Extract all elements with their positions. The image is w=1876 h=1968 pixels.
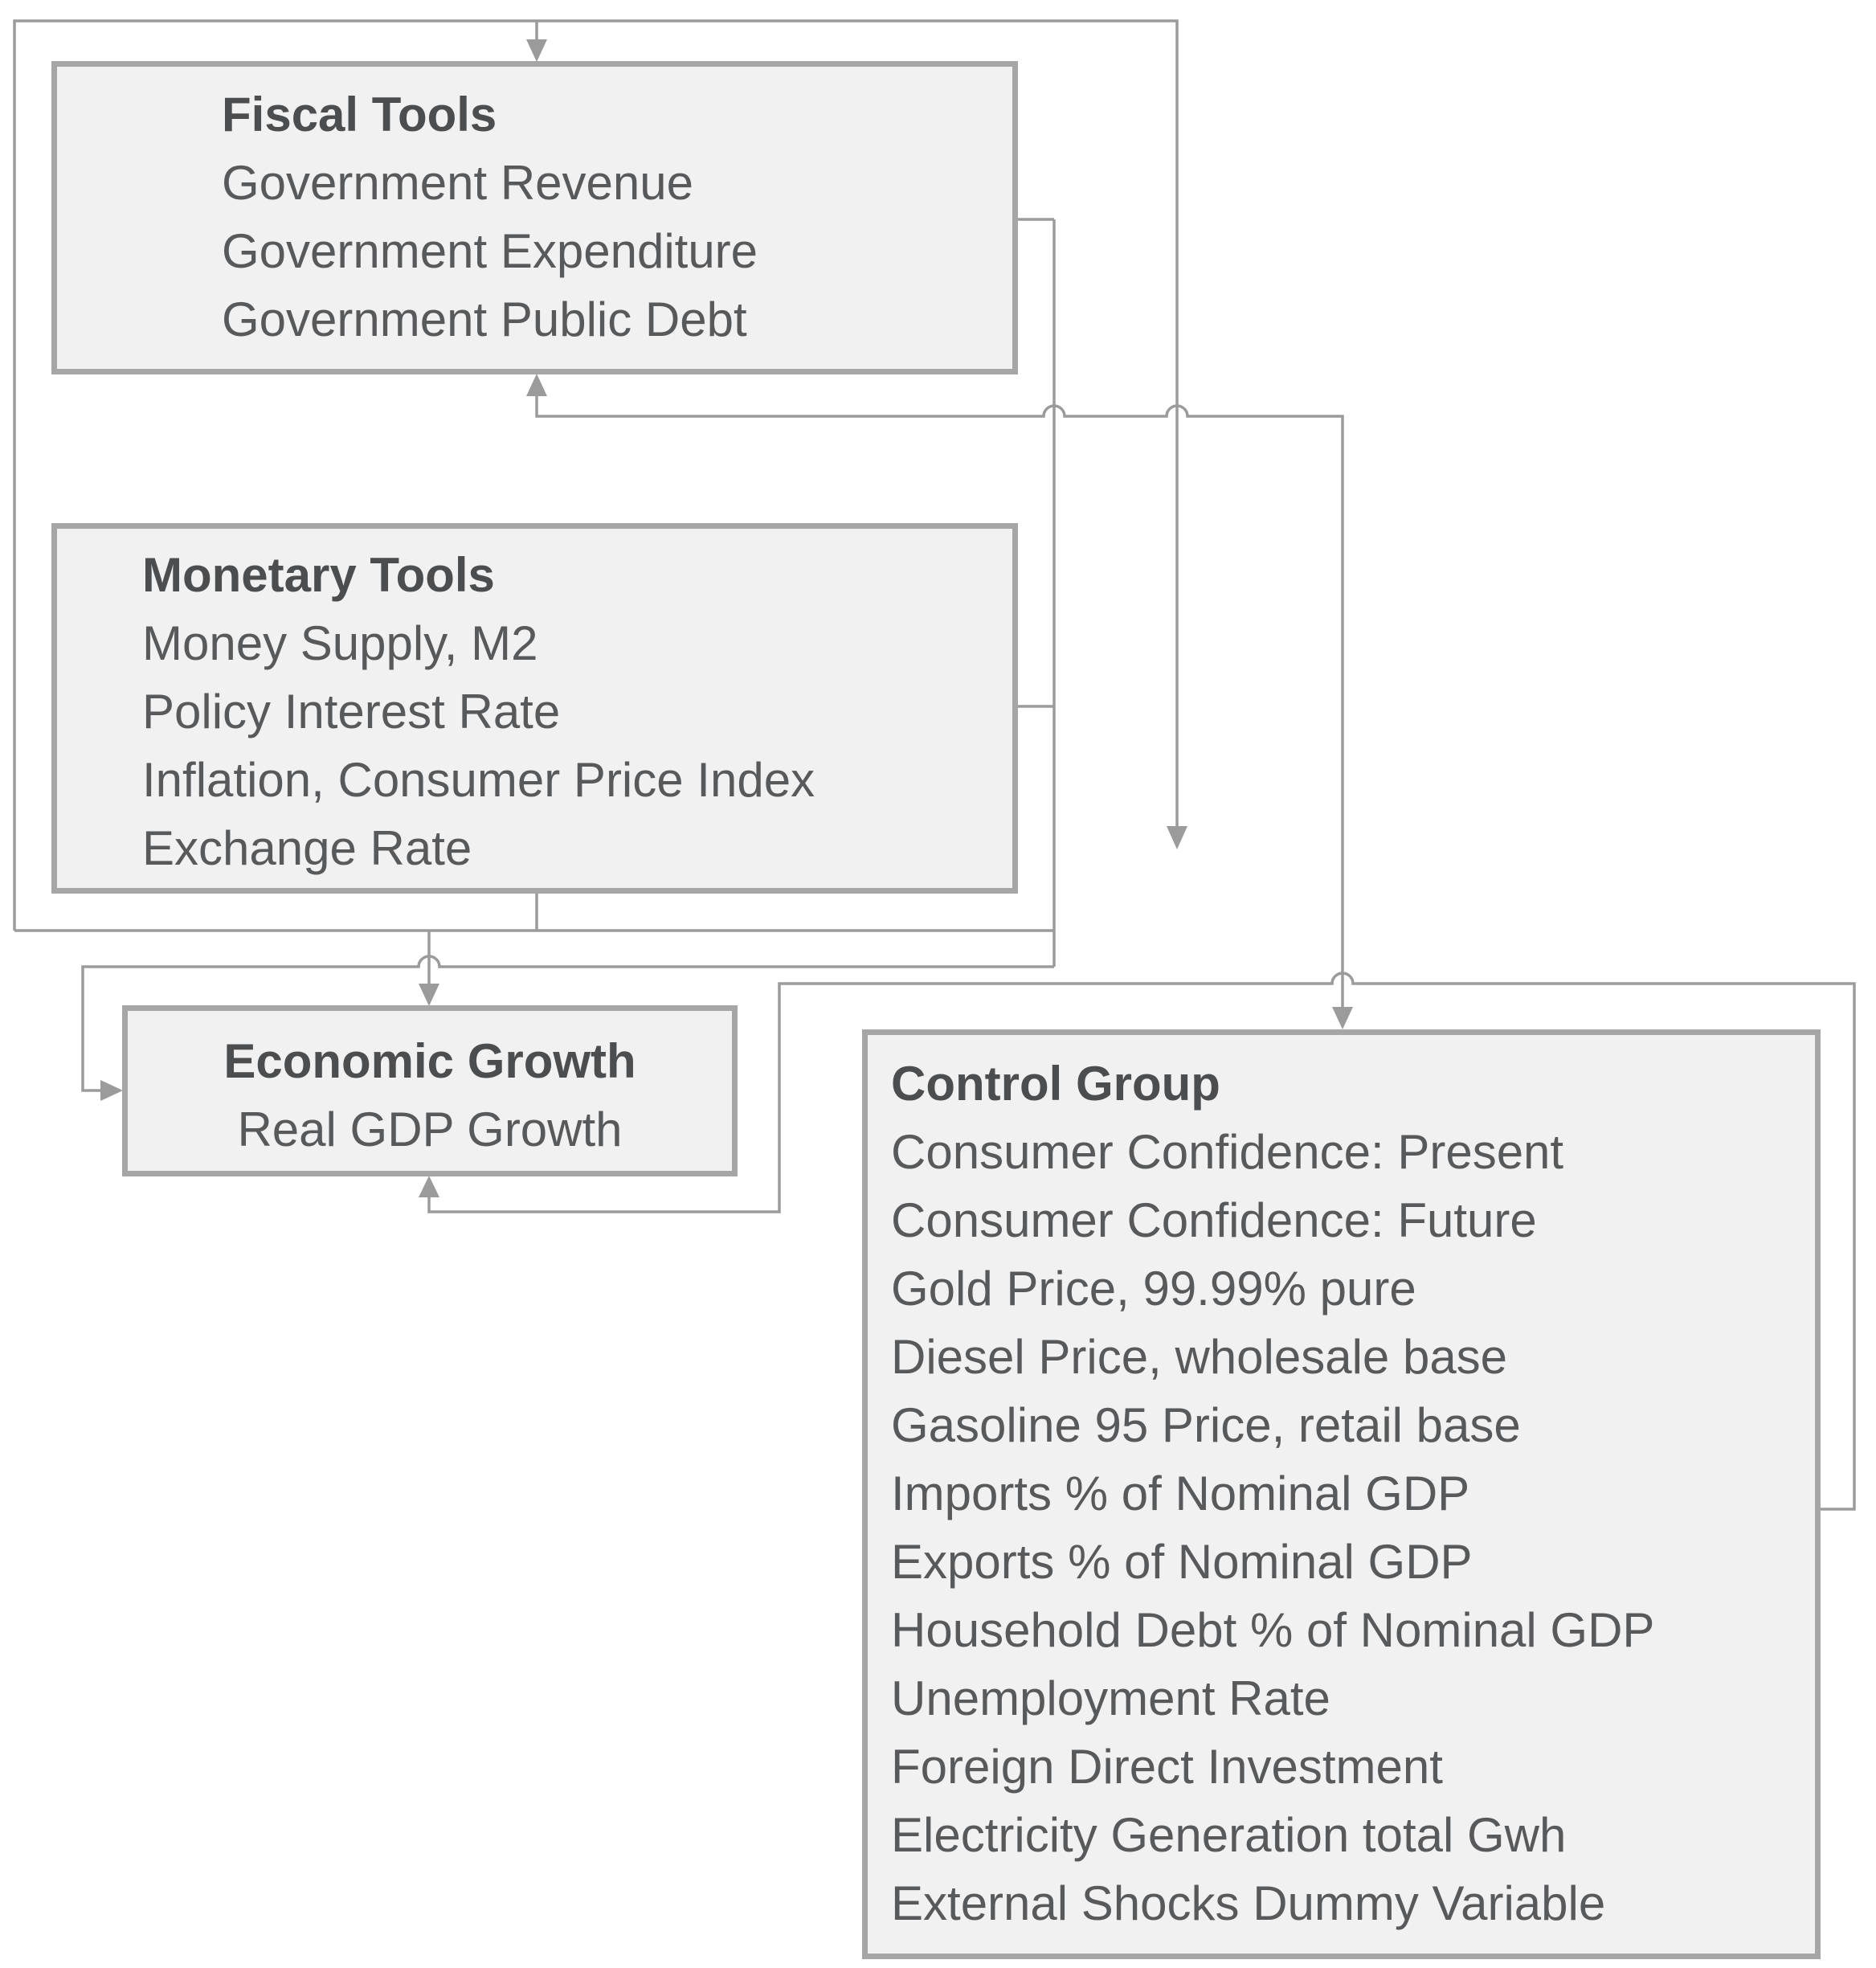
monetary-item: Exchange Rate [142,821,472,875]
control-group-item: Consumer Confidence: Future [891,1193,1537,1247]
monetary-tools-title: Monetary Tools [142,548,495,602]
monetary-tools-box: Monetary Tools Money Supply, M2 Policy I… [51,523,1018,894]
control-group-item: External Shocks Dummy Variable [891,1876,1606,1930]
economic-growth-box: Economic Growth Real GDP Growth [122,1005,738,1176]
economic-growth-title: Economic Growth [223,1034,636,1088]
control-group-item: Unemployment Rate [891,1671,1330,1725]
control-group-item: Gasoline 95 Price, retail base [891,1398,1521,1452]
arrow-down-icon [526,39,547,62]
arrow-up-icon [419,1176,439,1197]
economic-growth-item: Real GDP Growth [237,1103,623,1156]
control-group-title: Control Group [891,1057,1220,1111]
fiscal-tools-box: Fiscal Tools Government Revenue Governme… [51,61,1018,374]
control-group-item: Household Debt % of Nominal GDP [891,1603,1655,1657]
fiscal-item: Government Revenue [222,156,693,210]
control-to-eg-loop-line [427,972,1856,1511]
arrow-down-icon [419,984,439,1006]
control-group-item: Electricity Generation total Gwh [891,1808,1567,1862]
fiscal-item: Government Public Debt [222,293,747,346]
control-group-item: Gold Price, 99.99% pure [891,1262,1416,1315]
arrow-up-icon [526,374,547,396]
control-group-item: Foreign Direct Investment [891,1740,1443,1794]
arrow-down-icon [1167,826,1187,849]
arrow-right-icon [100,1080,123,1101]
control-group-item: Exports % of Nominal GDP [891,1535,1473,1589]
control-group-item: Diesel Price, wholesale base [891,1330,1508,1384]
tools-to-eg-left-line [81,955,1054,1092]
monetary-item: Money Supply, M2 [142,616,538,670]
control-group-box: Control Group Consumer Confidence: Prese… [862,1029,1821,1959]
fiscal-control-link-line [535,396,1344,1007]
control-group-item: Consumer Confidence: Present [891,1125,1564,1179]
arrow-down-icon [1332,1007,1353,1029]
monetary-item: Inflation, Consumer Price Index [142,753,815,807]
fiscal-item: Government Expenditure [222,224,758,278]
control-group-item: Imports % of Nominal GDP [891,1467,1470,1520]
monetary-item: Policy Interest Rate [142,685,561,739]
fiscal-tools-title: Fiscal Tools [222,88,497,141]
outer-loop-line [13,19,1179,931]
